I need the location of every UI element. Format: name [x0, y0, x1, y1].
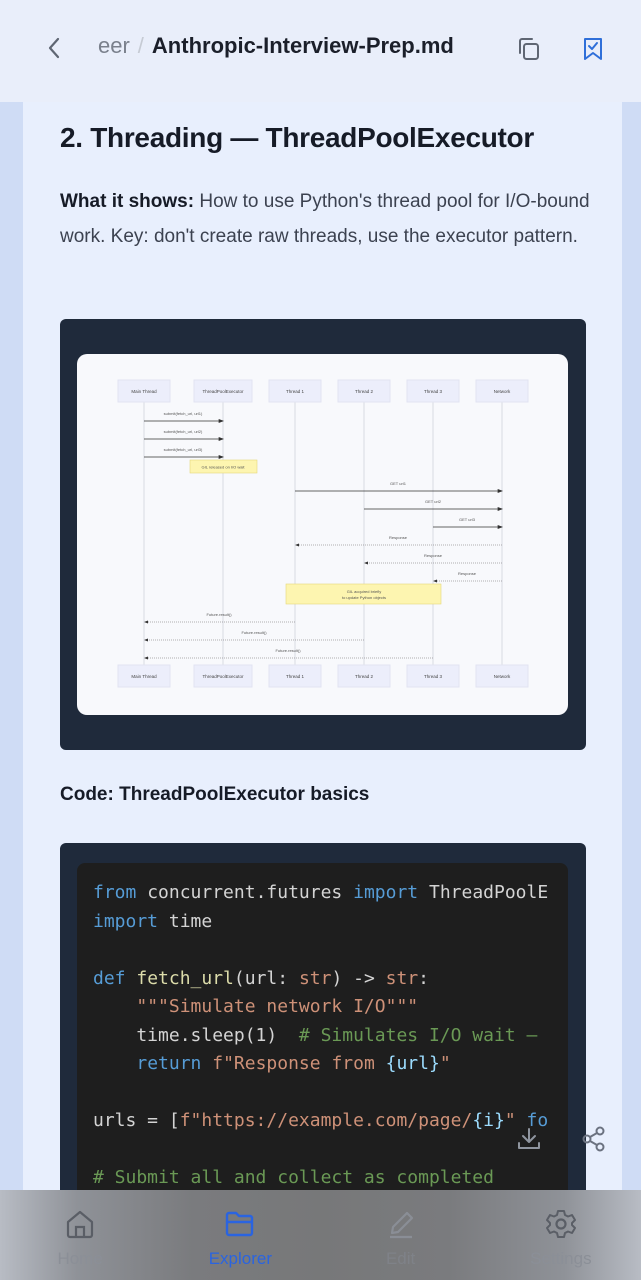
svg-text:submit(fetch_url, url3): submit(fetch_url, url3)	[164, 447, 203, 452]
description-label: What it shows:	[60, 191, 195, 212]
code-line-2: import time	[93, 910, 213, 932]
svg-text:Thread 3: Thread 3	[424, 674, 443, 679]
diagram-frame: Main Thread ThreadPoolExecutor Thread 1 …	[60, 319, 586, 750]
svg-text:Response: Response	[458, 571, 477, 576]
app-header: eer / Anthropic-Interview-Prep.md	[0, 0, 641, 102]
download-button[interactable]	[515, 1125, 543, 1153]
svg-text:GET url1: GET url1	[390, 481, 407, 486]
code-line-5: """Simulate network I/O"""	[136, 996, 419, 1017]
nav-edit-label: Edit	[385, 1249, 416, 1268]
copy-button[interactable]	[515, 34, 543, 64]
svg-text:GET url2: GET url2	[425, 499, 442, 504]
nav-home[interactable]: Home	[0, 1190, 160, 1280]
participant-main-thread: Main Thread	[131, 389, 157, 394]
svg-text:Response: Response	[424, 553, 443, 558]
code-line-10	[93, 1136, 568, 1165]
svg-text:GET url3: GET url3	[459, 517, 476, 522]
nav-settings-label: Settings	[530, 1249, 592, 1268]
nav-explorer[interactable]: Explorer	[160, 1190, 320, 1280]
file-name: Anthropic-Interview-Prep.md	[151, 33, 454, 58]
participant-executor: ThreadPoolExecutor	[202, 389, 244, 394]
section-title: 2. Threading — ThreadPoolExecutor	[60, 122, 534, 153]
back-button[interactable]	[40, 34, 68, 62]
sequence-diagram[interactable]: Main Thread ThreadPoolExecutor Thread 1 …	[77, 354, 568, 715]
breadcrumb: eer / Anthropic-Interview-Prep.md	[98, 33, 454, 59]
share-button[interactable]	[580, 1125, 608, 1153]
svg-text:ThreadPoolExecutor: ThreadPoolExecutor	[202, 674, 244, 679]
code-line-9: urls = [f"https://example.com/page/{i}" …	[93, 1110, 549, 1131]
gear-icon	[545, 1210, 576, 1238]
code-line-7: return f"Response from {url}"	[136, 1053, 451, 1074]
nav-home-label: Home	[57, 1249, 103, 1268]
code-line-1: from concurrent.futures import ThreadPoo…	[93, 882, 549, 903]
description-text: How to use Python's thread pool for I/O-…	[60, 191, 590, 247]
breadcrumb-separator: /	[137, 33, 144, 58]
svg-text:Thread 1: Thread 1	[286, 674, 305, 679]
back-chevron-icon	[48, 37, 60, 59]
svg-text:Response: Response	[389, 535, 408, 540]
code-line-4: def fetch_url(url: str) -> str:	[93, 967, 429, 989]
code-line-3	[93, 936, 568, 965]
note-gil-acquired-line1: GIL acquired briefly	[347, 589, 382, 594]
nav-settings[interactable]: Settings	[481, 1190, 641, 1280]
code-line-6: time.sleep(1) # Simulates I/O wait —	[93, 1024, 538, 1046]
svg-text:Thread 2: Thread 2	[355, 674, 374, 679]
sequence-diagram-svg: Main Thread ThreadPoolExecutor Thread 1 …	[117, 379, 529, 688]
document-content[interactable]: 2. Threading — ThreadPoolExecutor What i…	[23, 102, 622, 1280]
section-description: What it shows: How to use Python's threa…	[60, 184, 590, 254]
copy-icon	[519, 38, 539, 60]
nav-explorer-label: Explorer	[208, 1249, 273, 1268]
folder-icon	[226, 1211, 254, 1237]
svg-text:Main Thread: Main Thread	[131, 674, 157, 679]
pencil-icon	[389, 1211, 413, 1239]
svg-text:submit(fetch_url, url2): submit(fetch_url, url2)	[164, 429, 203, 434]
participant-thread-3: Thread 3	[424, 389, 443, 394]
participant-thread-2: Thread 2	[355, 389, 374, 394]
svg-text:Future.result(): Future.result()	[206, 612, 232, 617]
note-gil-acquired-line2: to update Python objects	[342, 595, 386, 600]
bottom-nav: Home Explorer Edit Settings	[0, 1190, 641, 1280]
breadcrumb-parent[interactable]: eer	[98, 33, 130, 58]
svg-text:submit(fetch_url, url1): submit(fetch_url, url1)	[164, 411, 203, 416]
download-icon	[518, 1128, 540, 1149]
code-heading: Code: ThreadPoolExecutor basics	[60, 784, 370, 805]
code-line-8	[93, 1079, 568, 1108]
nav-edit[interactable]: Edit	[321, 1190, 481, 1280]
bookmark-button[interactable]	[579, 34, 607, 64]
share-icon	[582, 1126, 605, 1152]
right-gutter	[622, 102, 641, 1280]
participant-network: Network	[494, 389, 511, 394]
home-icon	[67, 1210, 94, 1239]
svg-text:Future.result(): Future.result()	[275, 648, 301, 653]
svg-text:Network: Network	[494, 674, 511, 679]
note-gil-released: GIL released on I/O wait	[202, 465, 246, 470]
code-line-11: # Submit all and collect as completed	[93, 1167, 494, 1188]
participant-thread-1: Thread 1	[286, 389, 305, 394]
left-gutter	[0, 102, 23, 1280]
svg-text:Future.result(): Future.result()	[241, 630, 267, 635]
bookmark-check-icon	[584, 38, 602, 60]
